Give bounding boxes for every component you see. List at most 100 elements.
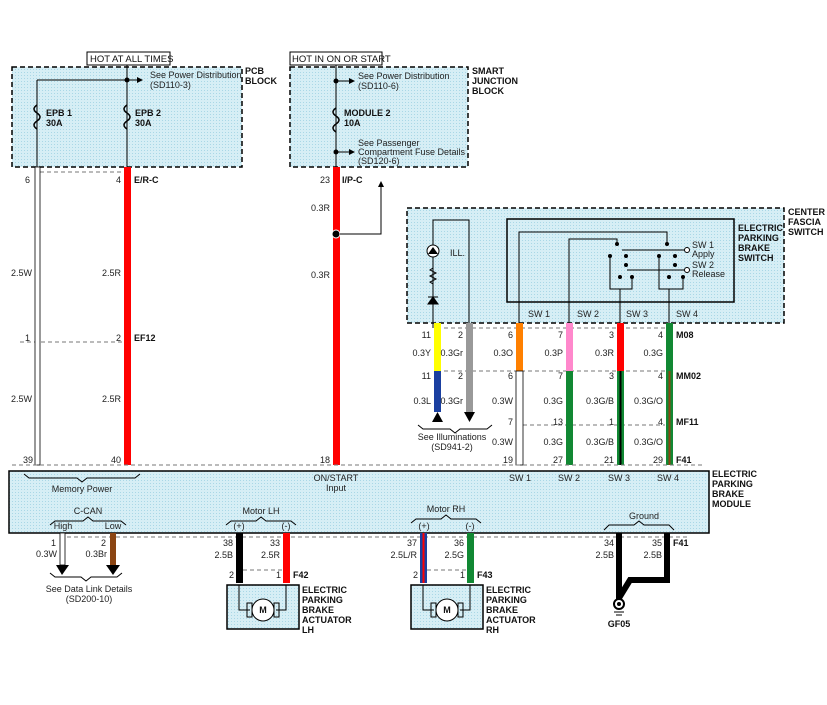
pin-can-high: 1 [51, 538, 56, 548]
sw1-apply-2: Apply [692, 249, 715, 259]
gauge-seg2: 0.3G [543, 396, 563, 406]
pcb-ref-2: (SD110-3) [150, 80, 191, 90]
sjb-ref2-1: See Passenger [358, 138, 420, 148]
switch-wires: 110.3Y110.3L20.3Gr20.3Gr60.3O60.3W70.3W1… [412, 323, 701, 466]
cfs-title-2: FASCIA [788, 217, 822, 227]
gauge-seg2: 0.3Gr [440, 396, 463, 406]
pin-mm02: 7 [558, 371, 563, 381]
pin-2: 2 [116, 333, 121, 343]
gauge-seg2: 0.3L [413, 396, 431, 406]
pin-37: 37 [407, 538, 417, 548]
pin-40: 40 [111, 455, 121, 465]
pin-mm02: 6 [508, 371, 513, 381]
can-high-wire: 1 0.3W [36, 532, 69, 575]
pin-6: 6 [25, 175, 30, 185]
gauge-0.3R-a: 0.3R [311, 203, 331, 213]
act-lh-4: ACTUATOR [302, 615, 352, 625]
wire-0.3R: 23 I/P-C 0.3R 0.3R 18 [311, 167, 384, 465]
fuse-epb1-name: EPB 1 [46, 108, 72, 118]
gauge-seg3: 0.3G/B [586, 437, 614, 447]
gauge-0.3R-b: 0.3R [311, 270, 331, 280]
hot-at-all-times-label: HOT AT ALL TIMES [90, 54, 173, 65]
fuse-module2-name: MODULE 2 [344, 108, 391, 118]
pin-mm02: 11 [422, 371, 431, 381]
switch-wire-seg1 [516, 323, 523, 371]
on-start-label-2: Input [326, 483, 347, 493]
switch-wire-seg1 [466, 323, 473, 371]
gauge-seg3: 0.3G/O [634, 437, 663, 447]
module-sw3: SW 3 [608, 473, 630, 483]
sw2-release-2: Release [692, 269, 725, 279]
gauge-seg1: 0.3Gr [440, 348, 463, 358]
gauge-gnd1: 2.5B [595, 550, 614, 560]
pin-34: 34 [604, 538, 614, 548]
module-title-3: BRAKE [712, 489, 744, 499]
connector-erc: E/R-C [134, 175, 159, 185]
data-link-ref-2: (SD200-10) [66, 594, 113, 604]
sw-label-2: SW 2 [577, 309, 599, 319]
sjb-title-1: SMART [472, 66, 504, 76]
connector-f42: F42 [293, 570, 309, 580]
pin-mf11: 1 [609, 417, 614, 427]
act-rh-pin-1: 1 [460, 570, 465, 580]
act-lh-pin-1: 1 [276, 570, 281, 580]
pin-36: 36 [454, 538, 464, 548]
pin-f41: 29 [653, 455, 663, 465]
fuse-epb2-amp: 30A [135, 118, 152, 128]
connector-f41-bottom: F41 [673, 538, 689, 548]
pin-33: 33 [270, 538, 280, 548]
hot-in-on-or-start-label: HOT IN ON OR START [292, 54, 391, 65]
pin-f41: 21 [604, 455, 614, 465]
wire-2.5W: 6 2.5W 1 2.5W 39 [11, 166, 41, 466]
pin-m08: 6 [508, 330, 513, 340]
pin-m08: 2 [458, 330, 463, 340]
gauge-2.5W-b: 2.5W [11, 394, 33, 404]
module-sw2: SW 2 [558, 473, 580, 483]
fuse-epb2-name: EPB 2 [135, 108, 161, 118]
gauge-2.5R-b: 2.5R [102, 394, 122, 404]
arrow-icon [432, 412, 443, 422]
rh-motor-wires: 37 2.5L/R 36 2.5G 2 1 F43 [390, 533, 493, 583]
pin-18: 18 [320, 455, 330, 465]
sjb-ref2-3: (SD120-6) [358, 156, 400, 166]
c-can-label: C-CAN [74, 506, 103, 516]
switch-wire-seg2 [466, 371, 473, 412]
illum-ref-1: See Illuminations [418, 432, 487, 442]
motor-rh-icon [435, 598, 459, 622]
epb-switch-title-4: SWITCH [738, 253, 774, 263]
sw-label-3: SW 3 [626, 309, 648, 319]
gauge-seg2: 0.3G/O [634, 396, 663, 406]
sjb-ref-1: See Power Distribution [358, 71, 450, 81]
act-rh-3: BRAKE [486, 605, 518, 615]
diode-icon [427, 296, 439, 305]
rh-plus-label: (+) [418, 521, 429, 531]
gauge-gnd2: 2.5B [643, 550, 662, 560]
can-high-label: High [54, 521, 73, 531]
motor-rh-label: Motor RH [427, 504, 466, 514]
pin-23: 23 [320, 175, 330, 185]
gauge-0.3Br: 0.3Br [85, 549, 107, 559]
act-lh-5: LH [302, 625, 314, 635]
gauge-seg2: 0.3W [492, 396, 514, 406]
gauge-seg1: 0.3R [595, 348, 615, 358]
fuse-module2-amp: 10A [344, 118, 361, 128]
switch-wire-seg1 [666, 323, 673, 371]
act-lh-pin-2: 2 [229, 570, 234, 580]
gauge-seg1: 0.3Y [412, 348, 431, 358]
ill-label: ILL. [450, 248, 465, 258]
pin-39: 39 [23, 455, 33, 465]
sw1-apply-1: SW 1 [692, 240, 714, 250]
connector-ef12: EF12 [134, 333, 156, 343]
pin-m08: 11 [422, 330, 431, 340]
gauge-lh-minus: 2.5R [261, 550, 281, 560]
pin-m08: 7 [558, 330, 563, 340]
module-sw1: SW 1 [509, 473, 531, 483]
gauge-seg1: 0.3O [493, 348, 513, 358]
resistor-icon [428, 267, 438, 285]
fuse-module2-icon [332, 107, 340, 133]
epb-module: ELECTRIC PARKING BRAKE MODULE Memory Pow… [8, 469, 758, 534]
sw2-release-1: SW 2 [692, 260, 714, 270]
gauge-0.3W: 0.3W [36, 549, 58, 559]
cfs-title-1: CENTER [788, 207, 826, 217]
switch-wire-seg1 [617, 323, 624, 371]
